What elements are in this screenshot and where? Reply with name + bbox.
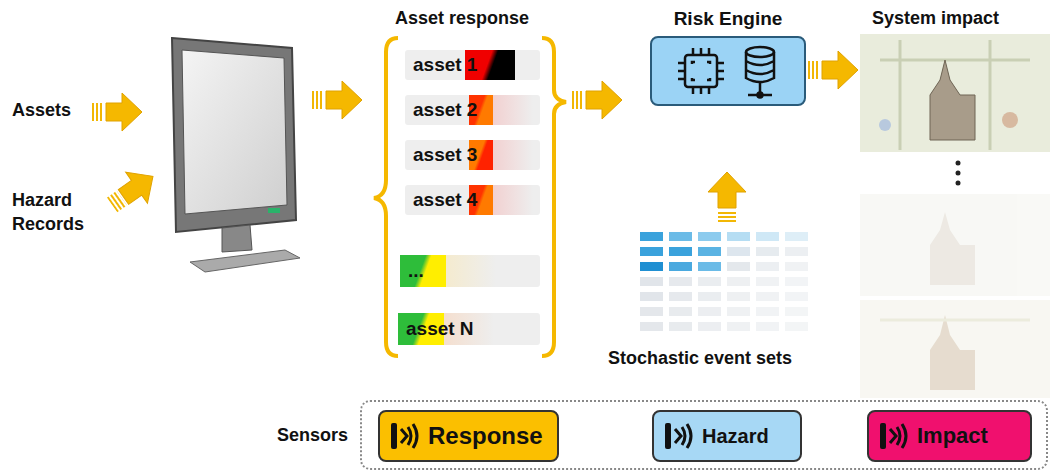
impact-panel xyxy=(860,300,1050,398)
text-label: Stochastic event sets xyxy=(608,348,792,369)
event-cell xyxy=(698,232,721,241)
ellipsis-dots xyxy=(956,161,961,186)
asset-bar: asset N xyxy=(398,313,540,345)
sensor-icon xyxy=(877,419,911,453)
event-cell xyxy=(669,277,692,286)
event-cell xyxy=(727,262,750,271)
event-cell xyxy=(698,292,721,301)
event-cell xyxy=(756,307,779,316)
event-cell xyxy=(640,322,663,331)
brace xyxy=(374,38,398,356)
event-cell xyxy=(785,307,808,316)
event-cell xyxy=(785,322,808,331)
flow-arrow xyxy=(572,81,622,119)
sensor-group: SensorsResponseHazardImpact xyxy=(360,400,1048,470)
sensor-box: Impact xyxy=(867,410,1032,462)
event-cell xyxy=(640,307,663,316)
event-cell xyxy=(640,247,663,256)
event-cell xyxy=(698,307,721,316)
event-cell xyxy=(785,247,808,256)
heading-text: Risk Engine xyxy=(674,8,783,30)
event-cell xyxy=(698,262,721,271)
event-cell xyxy=(669,307,692,316)
asset-bar: asset 4 xyxy=(405,185,540,215)
event-cell xyxy=(669,292,692,301)
event-cell xyxy=(756,322,779,331)
event-cell xyxy=(640,292,663,301)
event-cell xyxy=(756,277,779,286)
event-grid xyxy=(640,232,808,331)
event-cell xyxy=(785,232,808,241)
sensor-icon xyxy=(662,419,696,453)
asset-bar: asset 3 xyxy=(405,140,540,170)
asset-bar: asset 1 xyxy=(405,50,540,80)
flow-arrow xyxy=(312,81,362,119)
event-cell xyxy=(669,262,692,271)
sensor-box: Hazard xyxy=(652,410,802,462)
event-cell xyxy=(785,292,808,301)
flow-arrow xyxy=(708,172,746,222)
event-cell xyxy=(640,232,663,241)
text-label: Assets xyxy=(12,100,71,121)
event-cell xyxy=(698,322,721,331)
node-text: Hazard xyxy=(702,425,769,448)
engine-icons xyxy=(652,38,804,104)
event-cell xyxy=(727,247,750,256)
node-text: asset 3 xyxy=(413,144,477,166)
monitor-icon xyxy=(172,38,300,272)
event-cell xyxy=(756,247,779,256)
event-cell xyxy=(669,322,692,331)
event-cell xyxy=(785,277,808,286)
node-text: Response xyxy=(428,422,543,450)
node-text: ... xyxy=(408,260,424,282)
event-cell xyxy=(756,292,779,301)
risk-engine-box: Risk Engine xyxy=(650,36,806,106)
response-bar xyxy=(493,140,533,170)
event-cell xyxy=(640,262,663,271)
asset-bar: asset 2 xyxy=(405,95,540,125)
impact-panel xyxy=(860,34,1050,152)
impact-panel xyxy=(860,194,1050,296)
event-cell xyxy=(727,292,750,301)
response-bar xyxy=(493,185,533,215)
event-cell xyxy=(785,262,808,271)
brace xyxy=(542,38,566,356)
event-cell xyxy=(756,232,779,241)
node-text: asset N xyxy=(406,318,474,340)
flow-arrow xyxy=(808,51,858,89)
asset-bar: ... xyxy=(400,255,540,287)
text-label: Hazard Records xyxy=(12,188,107,237)
event-cell xyxy=(756,262,779,271)
node-text: asset 2 xyxy=(413,99,477,121)
sensor-box: Response xyxy=(378,410,559,462)
event-cell xyxy=(727,307,750,316)
event-cell xyxy=(640,277,663,286)
flow-arrow xyxy=(101,161,164,221)
event-cell xyxy=(669,232,692,241)
node-text: asset 4 xyxy=(413,189,477,211)
sensor-icon xyxy=(388,419,422,453)
flow-arrow xyxy=(92,93,142,131)
text-label: System impact xyxy=(872,8,999,29)
response-bar xyxy=(493,95,533,125)
node-text: asset 1 xyxy=(413,54,477,76)
response-bar xyxy=(446,255,496,287)
event-cell xyxy=(727,232,750,241)
event-cell xyxy=(727,277,750,286)
text-label: Asset response xyxy=(395,8,529,29)
event-cell xyxy=(727,322,750,331)
node-text: Impact xyxy=(917,423,988,449)
heading-text: Sensors xyxy=(277,425,348,446)
event-cell xyxy=(669,247,692,256)
event-cell xyxy=(698,277,721,286)
event-cell xyxy=(698,247,721,256)
